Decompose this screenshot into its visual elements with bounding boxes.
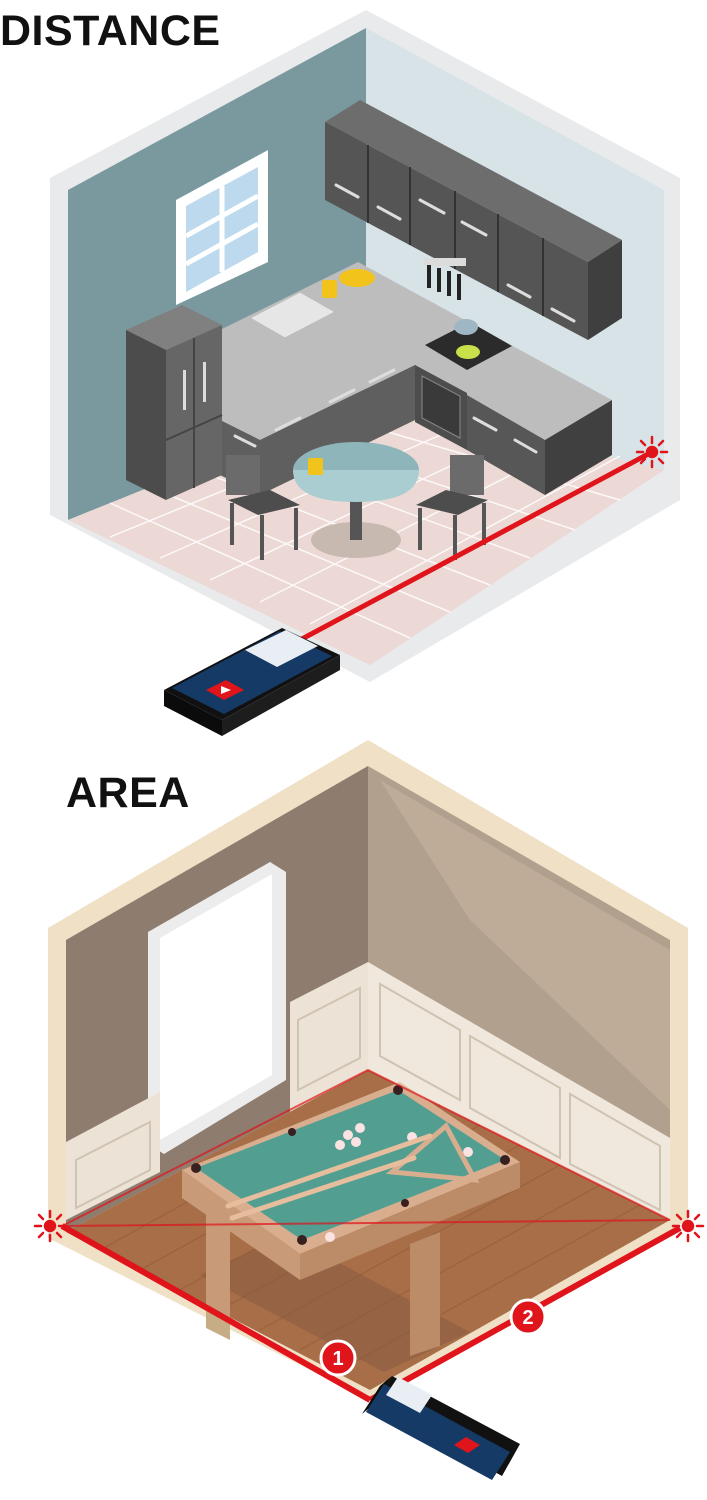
laser-dot-icon <box>671 1209 705 1243</box>
stove <box>415 319 512 450</box>
refrigerator <box>126 305 223 500</box>
dining-table <box>293 442 419 558</box>
laser-measure-device <box>362 1376 520 1480</box>
area-heading: AREA <box>66 769 190 817</box>
cue-stick-1 <box>225 1133 433 1209</box>
device-screen <box>386 1377 432 1413</box>
billiard-room-illustration: 1 2 <box>33 740 705 1480</box>
laser-dot-icon <box>635 435 669 469</box>
device-screen <box>245 630 318 667</box>
doorway <box>148 862 286 1154</box>
wainscoting-left <box>66 962 368 1220</box>
upper-cabinets <box>325 100 622 340</box>
chair-left <box>226 455 300 560</box>
marker-1: 1 <box>319 1339 357 1377</box>
triangle-rack <box>385 1122 480 1183</box>
sink <box>248 291 337 339</box>
window <box>176 150 268 305</box>
distance-heading: DISTANCE <box>0 7 221 55</box>
laser-dot-icon <box>33 1209 67 1243</box>
wainscoting-right <box>368 962 670 1220</box>
counter-cup <box>322 280 337 298</box>
measured-area-overlay <box>66 1070 670 1390</box>
table-cup <box>308 458 323 475</box>
record-button-icon <box>454 1437 480 1453</box>
plates <box>339 269 375 287</box>
pot <box>456 345 480 359</box>
kettle <box>454 319 478 335</box>
knife-rack <box>424 258 466 300</box>
marker-2: 2 <box>509 1298 547 1336</box>
svg-text:2: 2 <box>522 1307 533 1329</box>
pool-balls <box>325 1123 473 1242</box>
chair-right <box>416 455 488 560</box>
kitchen-illustration <box>50 10 680 736</box>
cue-stick-2 <box>229 1155 417 1221</box>
distance-laser-beam <box>298 449 654 643</box>
laser-measure-device <box>164 628 340 736</box>
svg-text:1: 1 <box>332 1348 343 1370</box>
